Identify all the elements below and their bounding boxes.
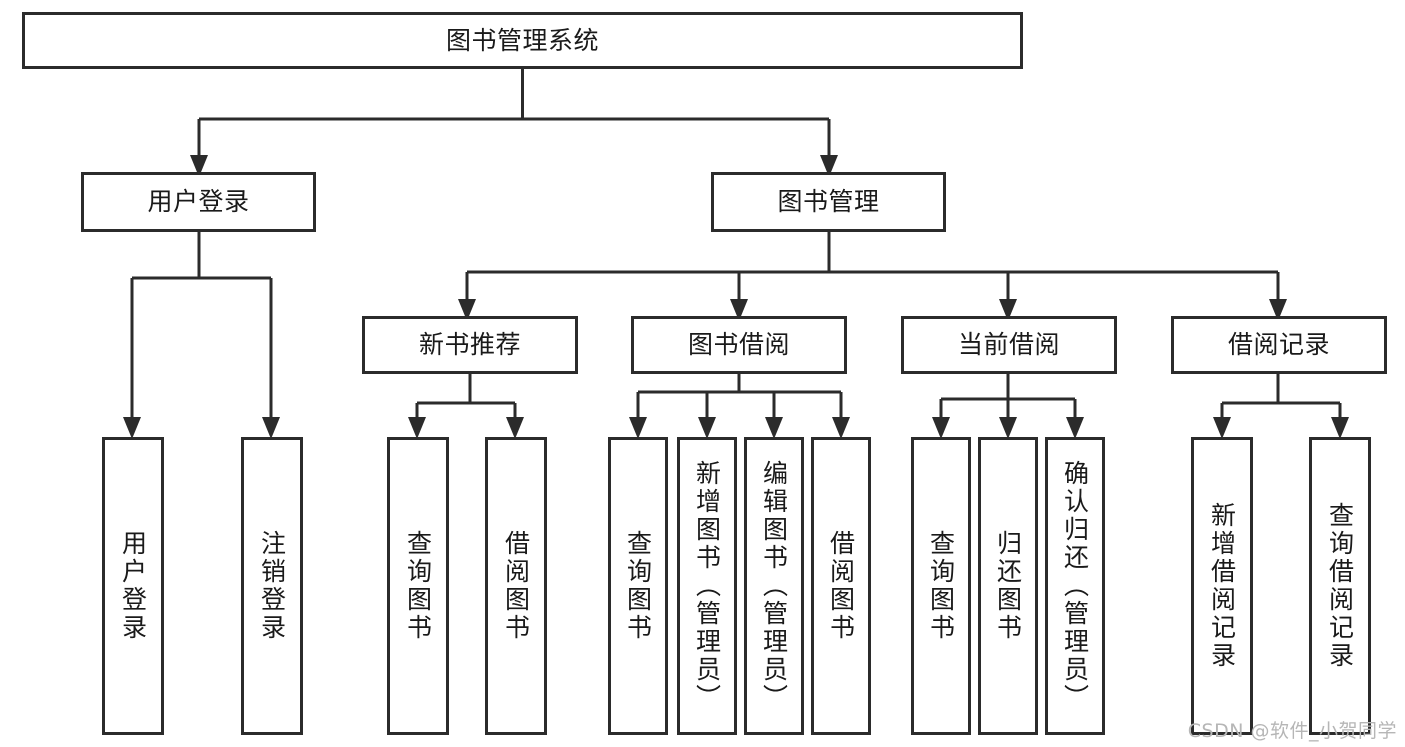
node-user-login-label: 用户登录 [147, 187, 250, 216]
node-root-label: 图书管理系统 [445, 25, 599, 55]
leaf-add-book-admin-label: 新增图书（管理员） [692, 460, 722, 712]
leaf-borrow-book-label: 借阅图书 [826, 530, 856, 642]
leaf-borrow-book-recommend[interactable]: 借阅图书 [485, 437, 547, 735]
leaf-return-book-label: 归还图书 [993, 530, 1023, 642]
leaf-return-book[interactable]: 归还图书 [978, 437, 1038, 735]
leaf-query-book-borrow-label: 查询图书 [623, 530, 653, 642]
leaf-query-book-borrow[interactable]: 查询图书 [608, 437, 668, 735]
leaf-edit-book-admin-label: 编辑图书（管理员） [759, 460, 789, 712]
node-book-borrow[interactable]: 图书借阅 [631, 316, 847, 374]
leaf-confirm-return-admin-label: 确认归还（管理员） [1060, 460, 1090, 712]
node-root[interactable]: 图书管理系统 [22, 12, 1023, 69]
leaf-query-book-current-label: 查询图书 [926, 530, 956, 642]
node-book-management-label: 图书管理 [777, 187, 880, 216]
node-borrow-record[interactable]: 借阅记录 [1171, 316, 1387, 374]
leaf-add-book-admin[interactable]: 新增图书（管理员） [677, 437, 737, 735]
node-borrow-record-label: 借阅记录 [1227, 330, 1330, 359]
node-user-login[interactable]: 用户登录 [81, 172, 316, 232]
leaf-confirm-return-admin[interactable]: 确认归还（管理员） [1045, 437, 1105, 735]
leaf-add-borrow-record[interactable]: 新增借阅记录 [1191, 437, 1253, 735]
node-new-book-recommend-label: 新书推荐 [418, 330, 521, 359]
leaf-query-borrow-record-label: 查询借阅记录 [1325, 502, 1355, 670]
leaf-logout[interactable]: 注销登录 [241, 437, 303, 735]
node-new-book-recommend[interactable]: 新书推荐 [362, 316, 578, 374]
leaf-borrow-book[interactable]: 借阅图书 [811, 437, 871, 735]
node-book-borrow-label: 图书借阅 [687, 330, 790, 359]
leaf-edit-book-admin[interactable]: 编辑图书（管理员） [744, 437, 804, 735]
leaf-query-borrow-record[interactable]: 查询借阅记录 [1309, 437, 1371, 735]
leaf-logout-label: 注销登录 [257, 530, 287, 642]
node-book-management[interactable]: 图书管理 [711, 172, 946, 232]
leaf-user-login[interactable]: 用户登录 [102, 437, 164, 735]
watermark: CSDN @软件_小贺同学 [1187, 720, 1397, 742]
leaf-borrow-book-recommend-label: 借阅图书 [501, 530, 531, 642]
node-current-borrow[interactable]: 当前借阅 [901, 316, 1117, 374]
leaf-query-book-current[interactable]: 查询图书 [911, 437, 971, 735]
leaf-query-book-recommend[interactable]: 查询图书 [387, 437, 449, 735]
leaf-user-login-label: 用户登录 [118, 530, 148, 642]
leaf-add-borrow-record-label: 新增借阅记录 [1207, 502, 1237, 670]
leaf-query-book-recommend-label: 查询图书 [403, 530, 433, 642]
node-current-borrow-label: 当前借阅 [957, 330, 1060, 359]
